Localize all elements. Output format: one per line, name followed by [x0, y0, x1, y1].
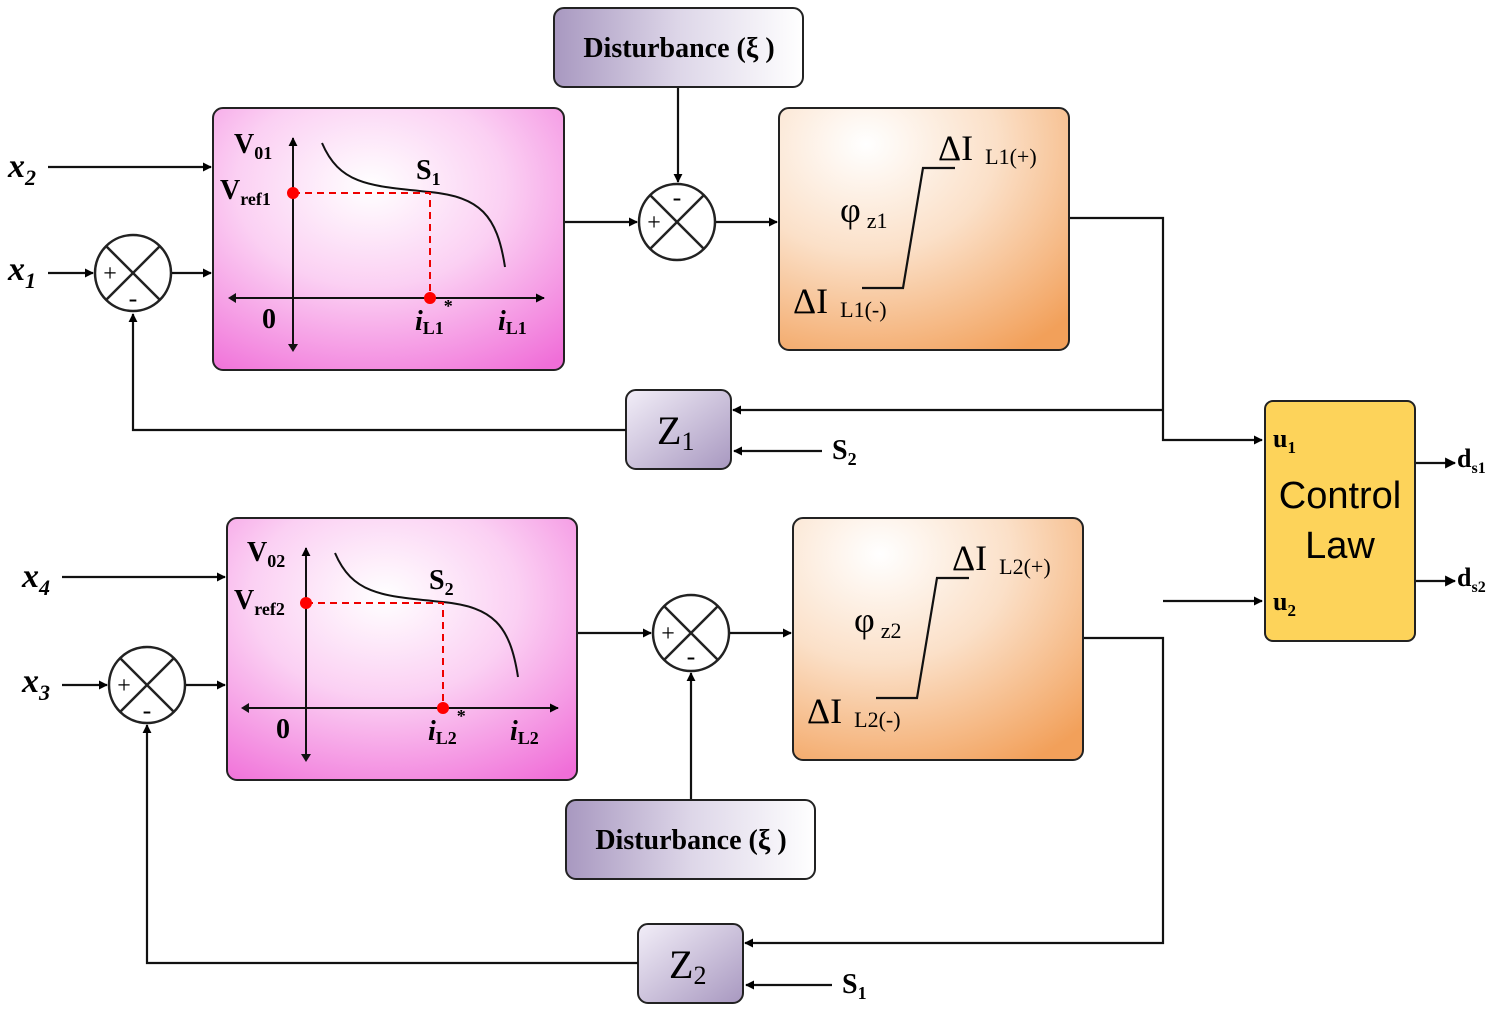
disturbance-block-bottom[interactable] — [565, 799, 816, 880]
sign-plus-j3: + — [117, 673, 131, 699]
signal-lines — [48, 88, 1457, 990]
control-law-block[interactable] — [1264, 400, 1416, 642]
il1-ref-label: iL1* — [415, 296, 453, 338]
droop-curve-plot-1 — [228, 137, 545, 352]
hysteresis-block-2[interactable] — [792, 517, 1084, 761]
ds1-output-label: ds1 — [1457, 444, 1486, 477]
u1-port-label: u1 — [1273, 424, 1296, 457]
z2-label: Z2 — [669, 942, 706, 990]
input-x2-label: x2 — [7, 148, 36, 190]
hysteresis-curve-1 — [862, 166, 955, 290]
il1-ref-marker — [424, 292, 436, 304]
il2-ref-marker — [437, 702, 449, 714]
s2-curve-label: S2 — [429, 565, 454, 599]
sign-minus-j1: - — [129, 284, 138, 313]
disturbance-top-label: Disturbance (ξ ) — [583, 33, 774, 64]
droop-block-1[interactable] — [212, 107, 565, 371]
control-law-title-line2: Law — [1305, 525, 1375, 567]
v01-axis-label: V01 — [234, 129, 272, 163]
summing-junction-3 — [107, 645, 187, 725]
input-x3-label: x3 — [21, 663, 50, 705]
control-law-title-line1: Control — [1279, 475, 1402, 517]
s1-switch-label: S1 — [842, 969, 867, 1003]
input-x4-label: x4 — [21, 558, 50, 600]
droop-curve-plot-2 — [241, 547, 559, 762]
disturbance-bottom-label: Disturbance (ξ ) — [595, 825, 786, 856]
summing-junction-4 — [651, 593, 731, 673]
sign-plus-j1: + — [103, 261, 117, 287]
sign-minus-j4: - — [687, 642, 696, 671]
u2-port-label: u2 — [1273, 587, 1296, 620]
ds2-output-label: ds2 — [1457, 563, 1486, 596]
origin-label-2: 0 — [276, 714, 290, 745]
sign-plus-j2: + — [647, 210, 661, 236]
sign-minus-j3: - — [143, 696, 152, 725]
disturbance-block-top[interactable] — [553, 7, 804, 88]
origin-label-1: 0 — [262, 304, 276, 335]
hysteresis-block-1[interactable] — [778, 107, 1070, 351]
summing-junction-2 — [637, 182, 717, 262]
v02-axis-label: V02 — [247, 537, 285, 571]
s2-switch-label: S2 — [832, 435, 857, 469]
s1-curve-label: S1 — [416, 155, 441, 189]
vref1-marker — [287, 187, 299, 199]
z1-label: Z1 — [657, 408, 694, 456]
vref1-label: Vref1 — [220, 175, 271, 209]
input-x1-label: x1 — [7, 251, 36, 293]
hysteresis-curve-2 — [876, 576, 969, 700]
il1-axis-label: iL1 — [498, 306, 527, 338]
vref2-marker — [300, 597, 312, 609]
summing-junction-1 — [93, 233, 173, 313]
il2-ref-label: iL2* — [428, 706, 466, 748]
vref2-label: Vref2 — [234, 585, 285, 619]
il2-axis-label: iL2 — [510, 716, 539, 748]
sign-minus-j2: - — [673, 183, 682, 212]
sign-plus-j4: + — [661, 621, 675, 647]
droop-block-2[interactable] — [226, 517, 578, 781]
